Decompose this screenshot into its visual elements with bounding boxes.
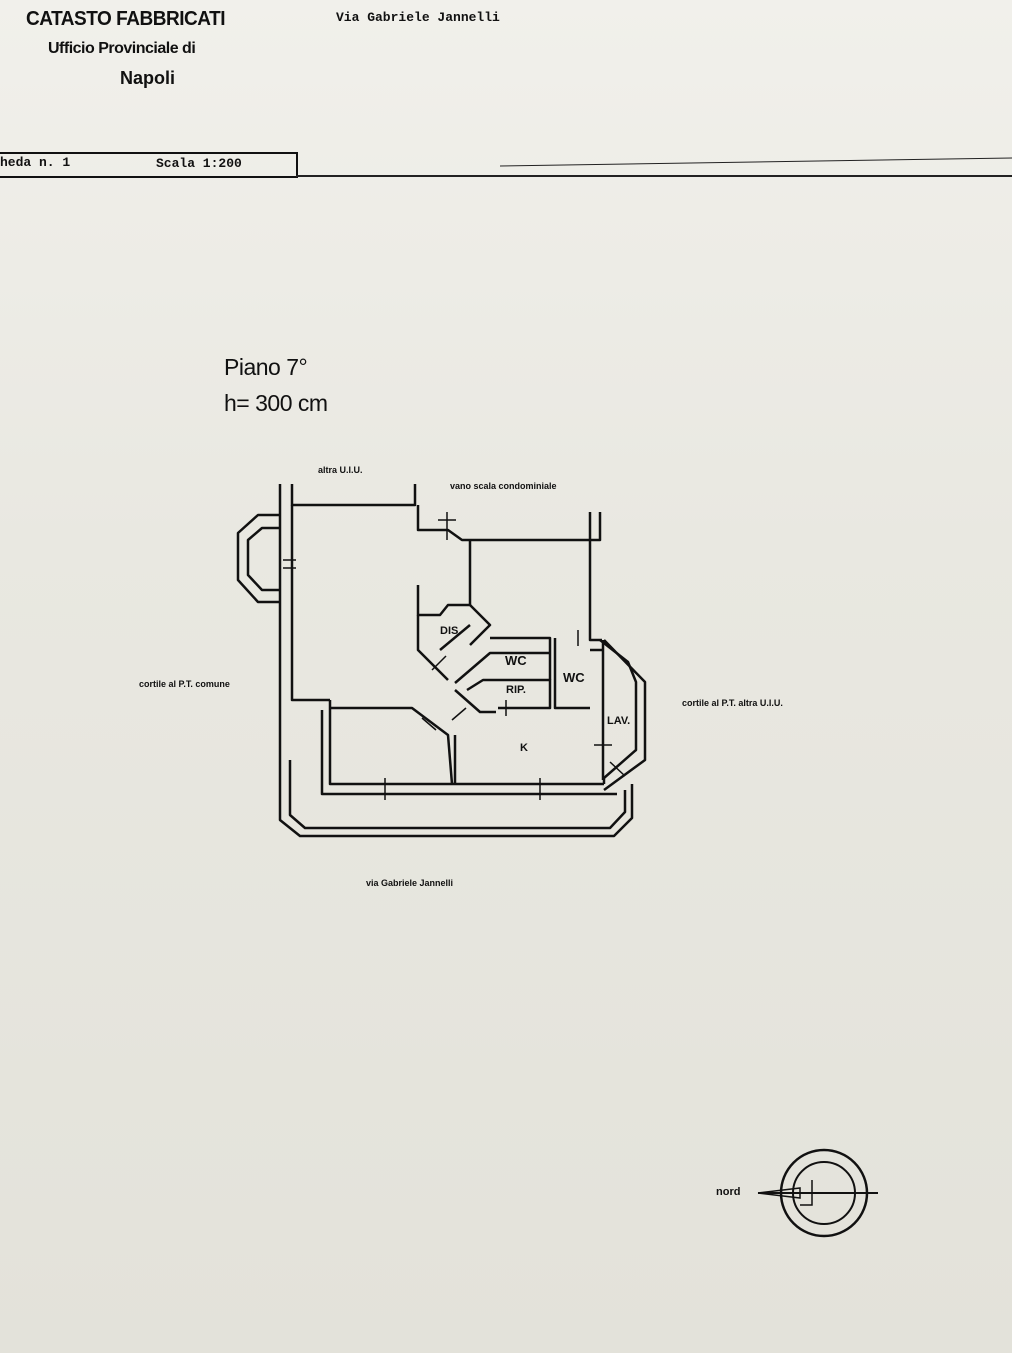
room-k: K — [520, 742, 528, 754]
room-wc-1: WC — [505, 653, 527, 668]
floor-level: Piano 7° — [224, 354, 308, 380]
sheet-info-box — [0, 152, 298, 178]
city-label: Napoli — [120, 68, 176, 88]
compass-rose — [757, 1148, 878, 1238]
room-wc-2: WC — [563, 670, 585, 685]
sheet-number: heda n. 1 — [0, 155, 71, 170]
scale-label: Scala 1:200 — [156, 156, 242, 171]
room-dis: DIS. — [440, 625, 462, 637]
ceiling-height: h= 300 cm — [224, 390, 328, 416]
label-stairwell: vano scala condominiale — [450, 481, 557, 491]
header-rule — [296, 157, 1012, 177]
label-common-courtyard: cortile al P.T. comune — [139, 679, 230, 689]
registry-title: CATASTO FABBRICATI — [26, 8, 226, 30]
label-other-courtyard: cortile al P.T. altra U.I.U. — [682, 698, 783, 708]
room-rip: RIP. — [506, 684, 526, 696]
street-address: Via Gabriele Jannelli — [336, 10, 500, 25]
room-lav: LAV. — [607, 715, 631, 727]
label-street: via Gabriele Jannelli — [366, 878, 454, 888]
door-ticks — [283, 512, 626, 800]
compass-label: nord — [716, 1186, 741, 1198]
apartment-walls — [236, 484, 647, 838]
office-label: Ufficio Provinciale di — [48, 40, 196, 57]
label-adjacent-unit: altra U.I.U. — [318, 465, 363, 475]
